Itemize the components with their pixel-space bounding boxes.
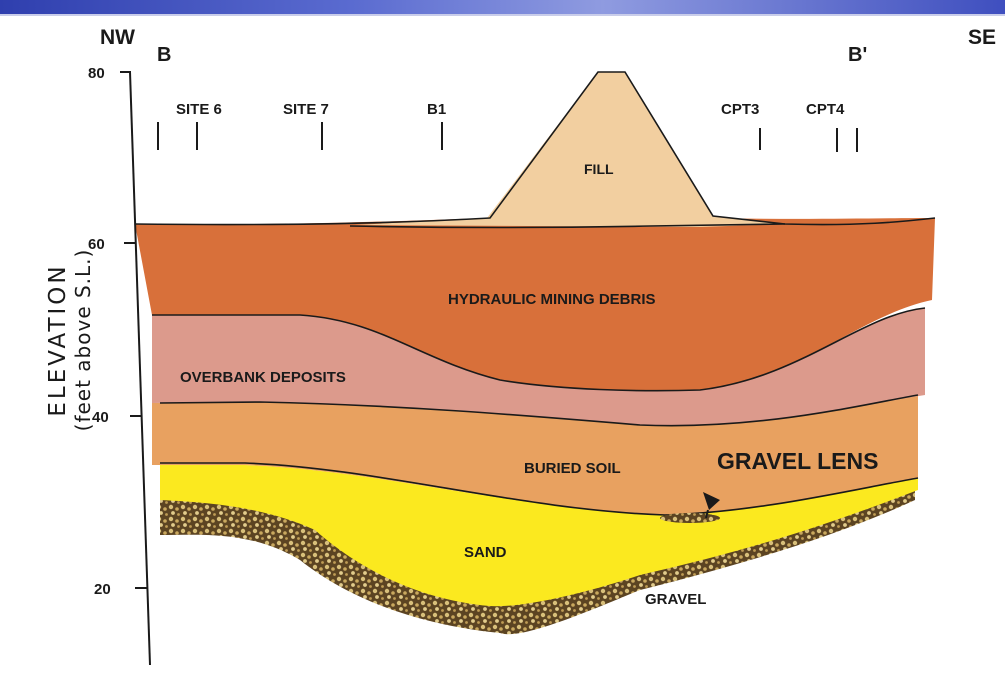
overbank-label: OVERBANK DEPOSITS <box>180 369 346 386</box>
boring-label-site-7: SITE 7 <box>283 101 329 118</box>
hydraulic-debris-label: HYDRAULIC MINING DEBRIS <box>448 291 656 308</box>
section-end-label: B' <box>848 44 867 66</box>
fill-layer <box>355 72 785 227</box>
boring-label-b1: B1 <box>427 101 446 118</box>
boring-markers <box>158 122 857 152</box>
fill-label: FILL <box>584 161 614 177</box>
boring-label-cpt4: CPT4 <box>806 101 845 118</box>
sand-label: SAND <box>464 544 507 561</box>
gravel-lens-label: GRAVEL LENS <box>717 448 878 474</box>
se-direction-label: SE <box>968 26 996 49</box>
y-axis-title-unit: (feet above S.L.) <box>71 249 95 432</box>
y-axis-title: ELEVATION (feet above S.L.) <box>45 249 95 432</box>
y-tick-label: 80 <box>88 65 105 82</box>
y-tick-label: 20 <box>94 581 111 598</box>
y-axis-line <box>130 72 150 665</box>
buried-soil-label: BURIED SOIL <box>524 460 621 477</box>
section-start-label: B <box>157 44 171 66</box>
gravel-lens <box>660 513 720 523</box>
boring-label-site-6: SITE 6 <box>176 101 222 118</box>
y-axis-title-main: ELEVATION <box>45 249 71 432</box>
gravel-label: GRAVEL <box>645 591 706 608</box>
nw-direction-label: NW <box>100 26 135 49</box>
boring-label-cpt3: CPT3 <box>721 101 759 118</box>
